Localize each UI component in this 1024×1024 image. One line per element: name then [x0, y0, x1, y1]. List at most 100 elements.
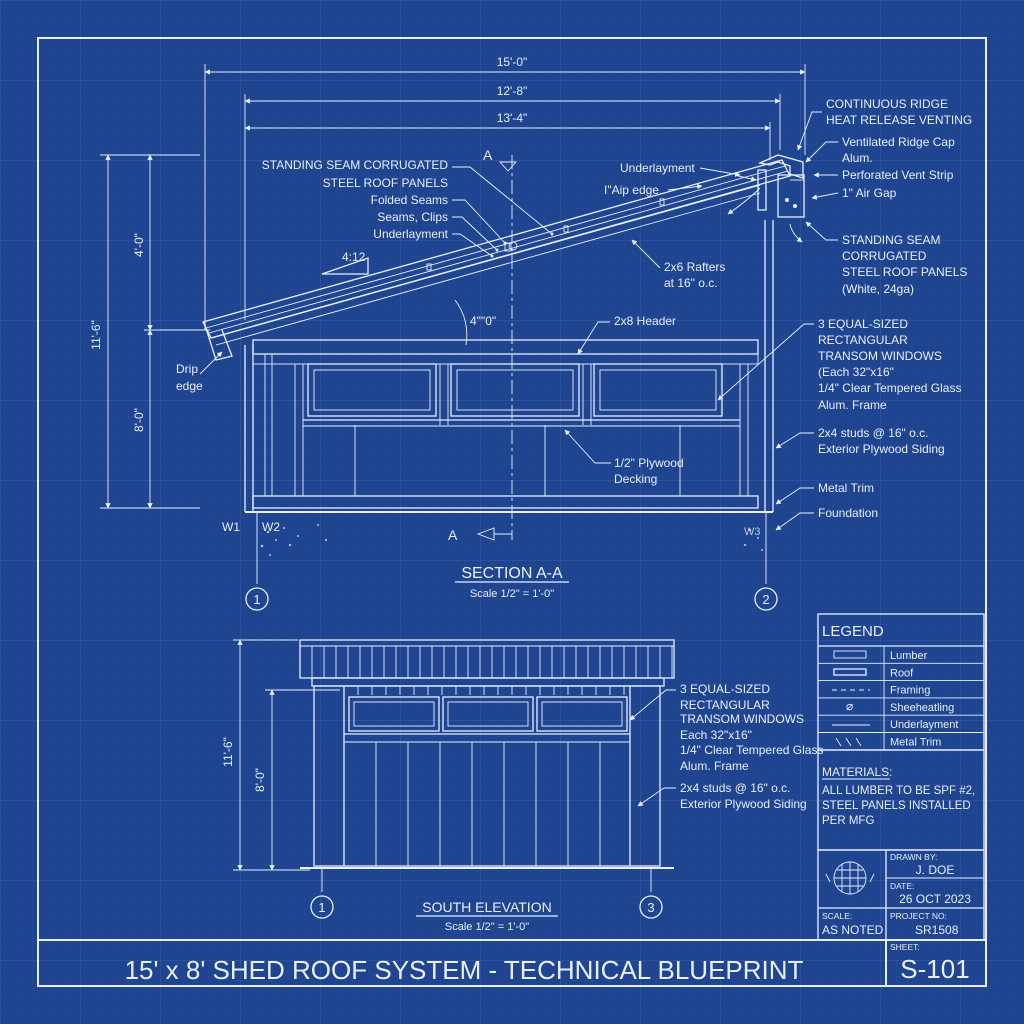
label-roof-panels-1: STANDING SEAM CORRUGATED — [262, 158, 449, 172]
grid-bubble-2-label: 2 — [762, 592, 769, 607]
sheet-number: S-101 — [900, 954, 969, 984]
section-annotations-right: CONTINUOUS RIDGE HEAT RELEASE VENTING Ve… — [818, 97, 972, 520]
elevation-annotations: 3 EQUAL-SIZED RECTANGULAR TRANSOM WINDOW… — [680, 682, 823, 811]
elevation-title: SOUTH ELEVATION — [422, 899, 551, 915]
label-windows-4: (Each 32"x16" — [818, 365, 894, 379]
elev-label-studs-2: Exterior Plywood Siding — [680, 797, 807, 811]
label-drip-2: edge — [176, 379, 203, 393]
label-windows-2: RECTANGULAR — [818, 333, 908, 347]
drawn-by-value: J. DOE — [916, 863, 955, 877]
legend-roof-symbol — [833, 668, 867, 676]
angle-label: 4""0" — [470, 314, 496, 328]
elev-label-windows-2: RECTANGULAR — [680, 698, 770, 712]
label-panels-r-4: (White, 24ga) — [842, 282, 914, 296]
elev-label-studs-1: 2x4 studs @ 16" o.c. — [680, 781, 791, 795]
ridge-cap — [757, 154, 805, 218]
scale-value: AS NOTED — [822, 923, 884, 937]
cut-arrow-top — [498, 161, 518, 172]
transom-windows-section — [307, 363, 723, 417]
materials-block: MATERIALS: ALL LUMBER TO BE SPF #2, STEE… — [817, 749, 985, 851]
bottom-plate — [252, 495, 759, 509]
transom-windows-elevation — [348, 696, 628, 732]
wall-tag-w2: W2 — [262, 520, 280, 534]
label-studs-2: Exterior Plywood Siding — [818, 442, 945, 456]
label-plywood-1: 1/2" Plywood — [614, 456, 684, 470]
label-rafters-1: 2x6 Rafters — [664, 260, 725, 274]
pitch-label: 4:12 — [342, 250, 366, 264]
drip-edge — [203, 321, 233, 361]
pitch-indicator: 4:12 — [321, 250, 369, 275]
fascia-ribs — [311, 646, 673, 678]
cut-label-top: A — [483, 147, 493, 163]
compass-icon — [825, 861, 875, 895]
legend-lumber-symbol — [833, 650, 867, 659]
materials-line-3: PER MFG — [822, 815, 874, 827]
elevation-wall — [313, 685, 661, 867]
airflow-arrow-2 — [789, 223, 803, 243]
section-title: SECTION A-A — [461, 565, 563, 582]
legend-item-4: Underlayment — [890, 719, 958, 731]
dim-12-8: 12'-8" — [497, 84, 528, 98]
elev-label-windows-3: TRANSOM WINDOWS — [680, 712, 804, 726]
label-panels-r-2: CORRUGATED — [842, 249, 927, 263]
elevation-scale: Scale 1/2" = 1'-0" — [445, 921, 529, 933]
south-elevation: 11'-6" 8'-0" 1 3 — [221, 639, 823, 933]
grid-bubble-1-label: 1 — [253, 592, 260, 607]
label-panels-r-3: STEEL ROOF PANELS — [842, 265, 967, 279]
legend-item-2: Framing — [890, 685, 930, 697]
project-label: PROJECT NO: — [890, 911, 947, 921]
legend-item-1: Roof — [890, 667, 914, 679]
elevation-studs-bottom — [375, 742, 601, 866]
airflow-arrow-3 — [737, 175, 757, 182]
label-rafters-2: at 16" o.c. — [664, 276, 718, 290]
label-underlayment-top: Underlayment — [620, 161, 695, 175]
studs — [264, 354, 749, 496]
legend-sheathing-symbol: ⌀ — [846, 699, 853, 713]
airflow-arrow-1 — [727, 187, 761, 215]
label-windows-5: 1/4" Clear Tempered Glass — [818, 381, 961, 395]
legend-item-0: Lumber — [890, 650, 928, 662]
seam-clips — [426, 198, 665, 271]
drawn-by-label: DRAWN BY: — [890, 852, 937, 862]
foundation-marks — [260, 524, 763, 556]
elev-dim-8-0: 8'-0" — [253, 768, 267, 792]
label-ridge-vent-1: CONTINUOUS RIDGE — [826, 97, 948, 111]
top-dimensions: 15'-0" 12'-8" 13'-4" — [204, 55, 806, 330]
label-vent-strip: Perforated Vent Strip — [842, 168, 954, 182]
elev-grid-bubble-3 — [639, 895, 663, 919]
label-header: 2x8 Header — [614, 314, 676, 328]
label-windows-1: 3 EQUAL-SIZED — [818, 317, 908, 331]
label-windows-6: Alum. Frame — [818, 398, 887, 412]
grid-bubble-2 — [754, 587, 778, 611]
legend-item-5: Metal Trim — [890, 737, 941, 749]
label-ridge-vent-2: HEAT RELEASE VENTING — [826, 113, 972, 127]
grid-bubble-1 — [245, 587, 269, 611]
elevation-studs-top — [357, 686, 625, 695]
dim-15-0: 15'-0" — [497, 55, 528, 69]
label-windows-3: TRANSOM WINDOWS — [818, 349, 942, 363]
materials-title: MATERIALS: — [822, 765, 892, 779]
label-metal-trim: Metal Trim — [818, 481, 874, 495]
elev-dim-11-6: 11'-6" — [221, 737, 235, 767]
materials-line-2: STEEL PANELS INSTALLED — [822, 800, 971, 812]
label-air-edge: I"Aip edge — [604, 183, 659, 197]
section-a-a: 15'-0" 12'-8" 13'-4" 11'-6" 4'-0" 8'-0" … — [89, 55, 972, 611]
angle-arc — [454, 299, 468, 346]
title-block: DRAWN BY: J. DOE DATE: 26 OCT 2023 SCALE… — [817, 849, 985, 941]
elev-grid-bubble-1 — [310, 895, 334, 919]
label-air-gap: 1" Air Gap — [842, 186, 897, 200]
label-ridge-cap-1: Ventilated Ridge Cap — [842, 135, 955, 149]
legend-title: LEGEND — [822, 623, 884, 640]
date-value: 26 OCT 2023 — [899, 892, 971, 906]
label-ridge-cap-2: Alum. — [842, 151, 873, 165]
wall-tag-w3: W3 — [744, 526, 761, 538]
label-plywood-2: Decking — [614, 472, 657, 486]
roof-assembly — [202, 154, 805, 361]
elev-label-windows-6: Alum. Frame — [680, 759, 749, 773]
cut-label-bottom: A — [448, 527, 458, 543]
label-studs-1: 2x4 studs @ 16" o.c. — [818, 426, 929, 440]
dim-8-0: 8'-0" — [132, 408, 146, 432]
dim-11-6: 11'-6" — [89, 320, 103, 350]
main-title: 15' x 8' SHED ROOF SYSTEM - TECHNICAL BL… — [125, 955, 804, 985]
